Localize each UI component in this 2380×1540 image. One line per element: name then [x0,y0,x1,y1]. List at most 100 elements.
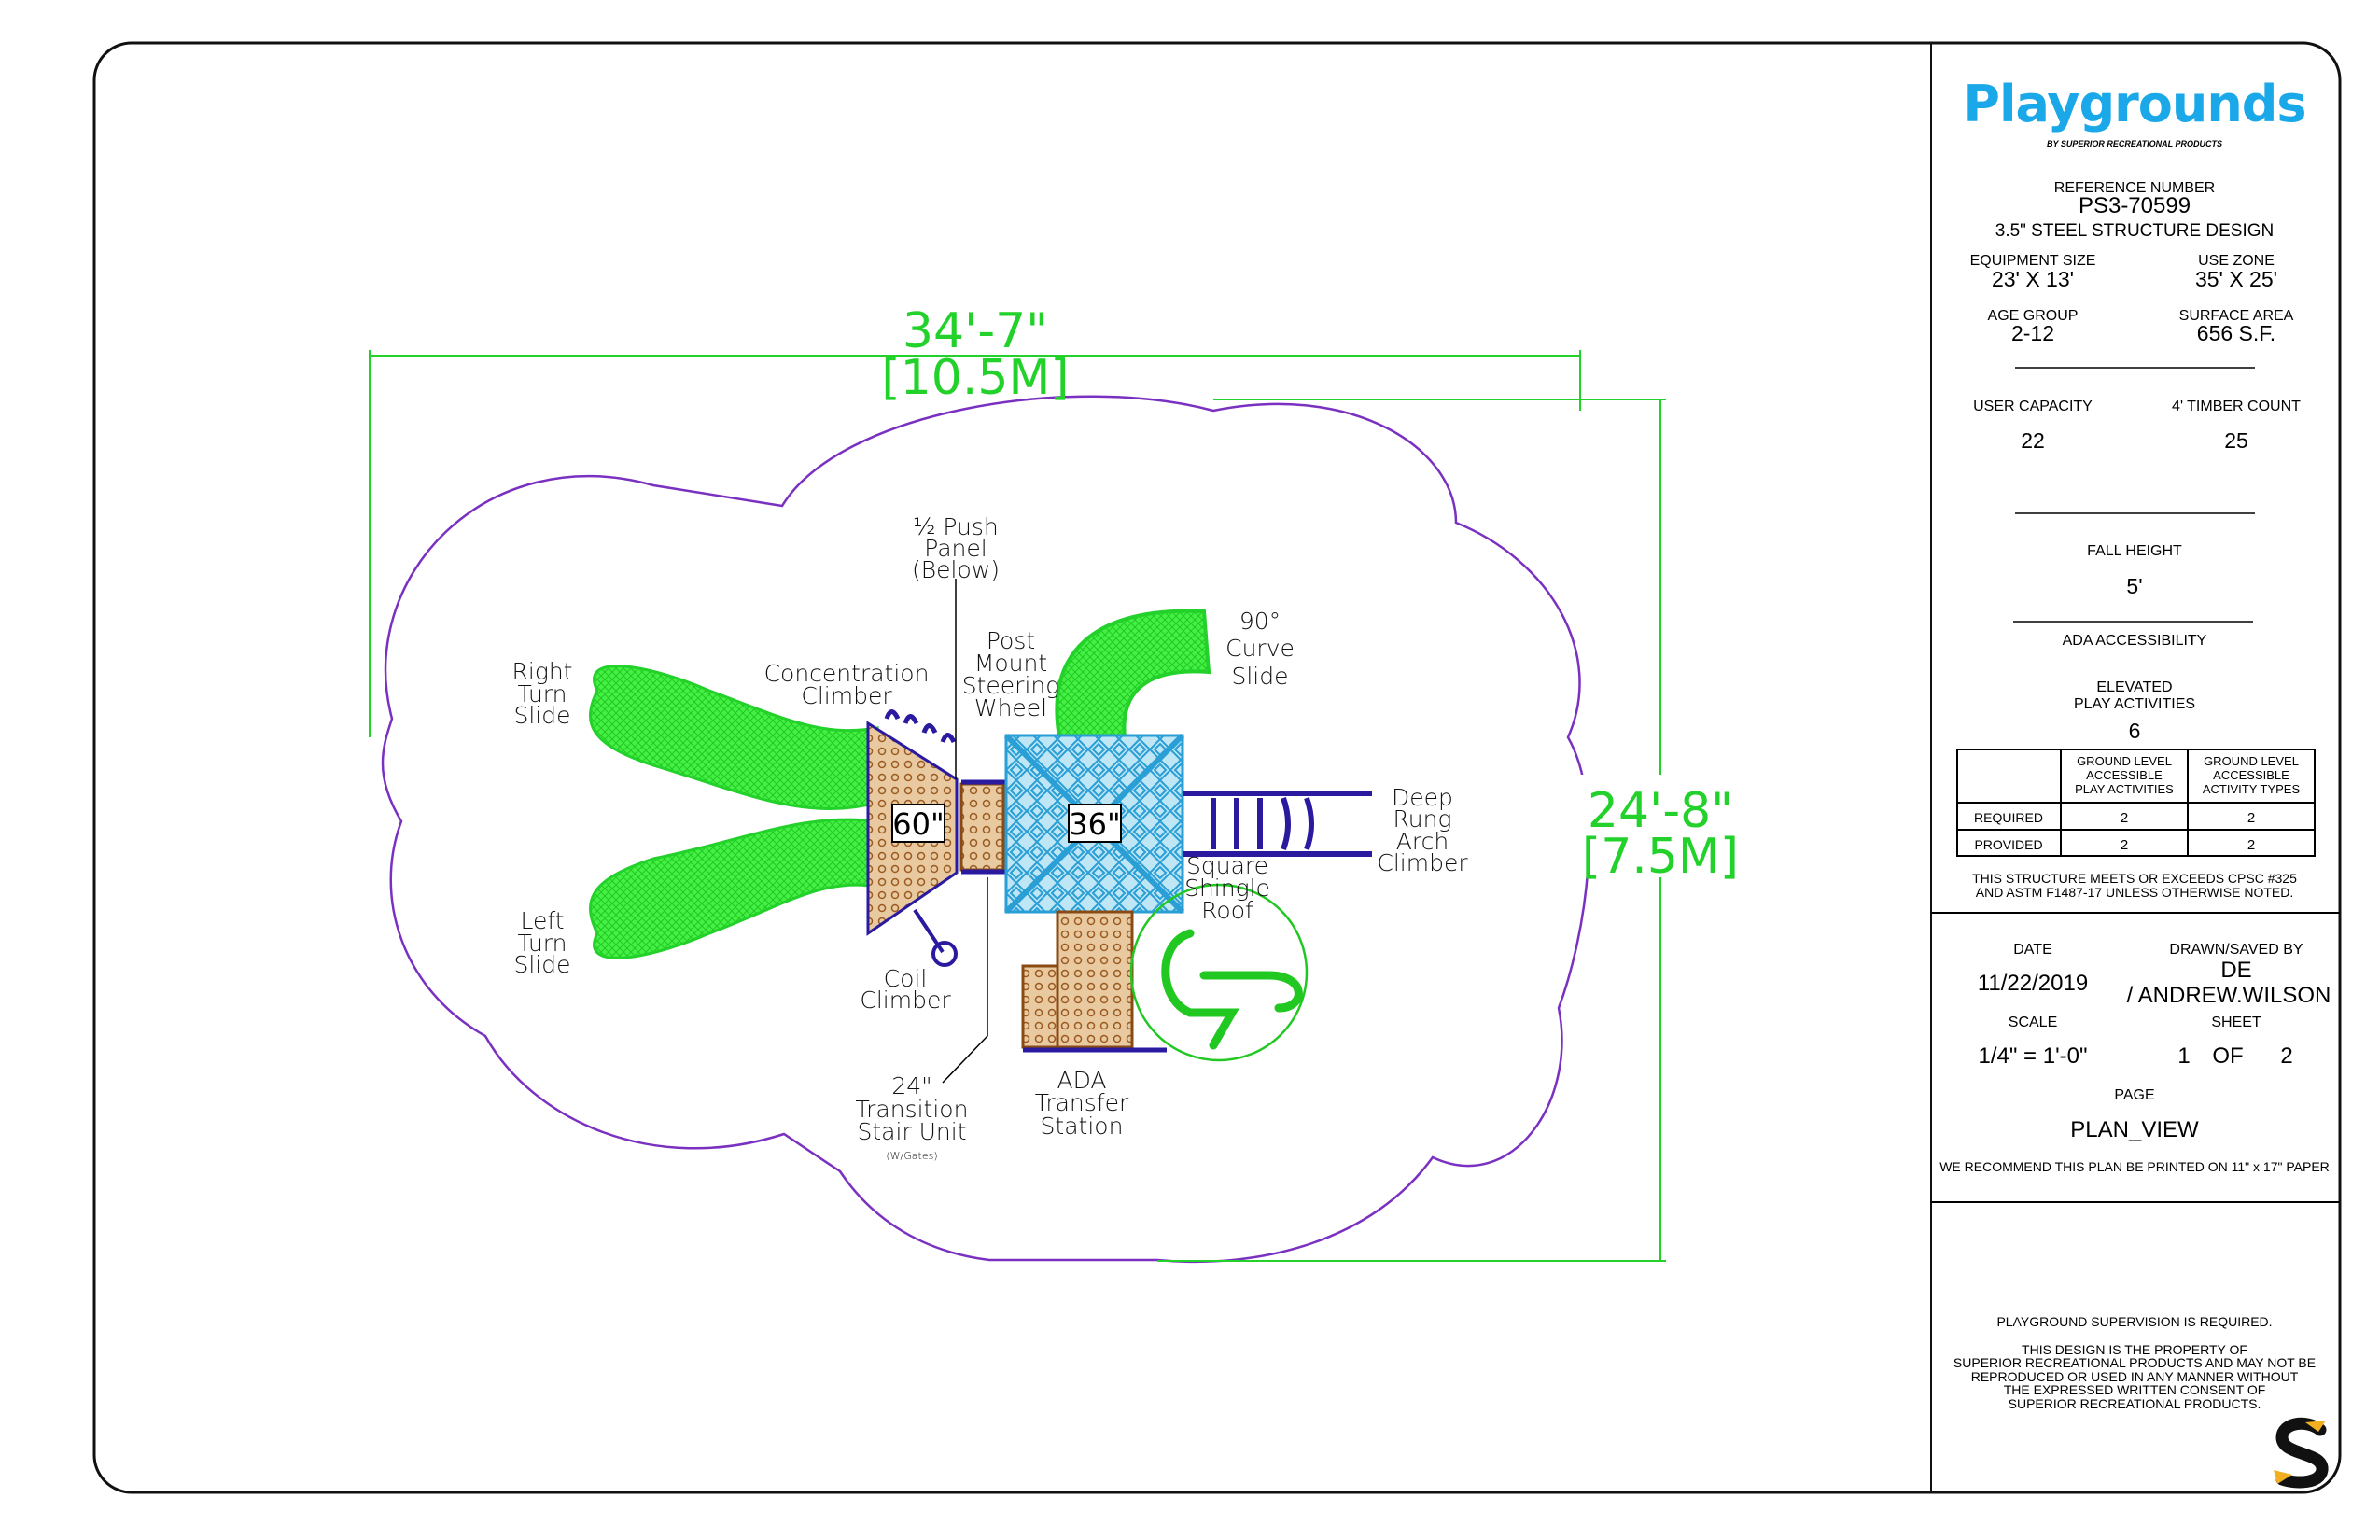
label-right-turn-slide: Right Turn Slide [512,658,573,729]
svg-text:Turn: Turn [517,930,567,957]
wheelchair-accessible-icon [1129,883,1309,1062]
page-label: PAGE [2114,1087,2154,1103]
property-note: THIS DESIGN IS THE PROPERTY OF [2022,1342,2247,1357]
svg-text:Arch: Arch [1396,828,1449,855]
svg-text:GROUND LEVEL: GROUND LEVEL [2204,754,2299,768]
compliance-note: THIS STRUCTURE MEETS OR EXCEEDS CPSC #32… [1972,871,2297,886]
label-left-turn-slide: Left Turn Slide [513,907,570,978]
svg-text:Climber: Climber [1377,849,1468,876]
drawn-by-name: / ANDREW.WILSON [2127,983,2331,1008]
svg-text:Deep: Deep [1392,784,1453,811]
svg-text:ACCESSIBLE: ACCESSIBLE [2086,768,2163,782]
svg-text:½ Push: ½ Push [913,513,999,540]
age-group: 2-12 [2011,321,2054,345]
print-note: WE RECOMMEND THIS PLAN BE PRINTED ON 11"… [1939,1159,2330,1174]
ada-label: ADA ACCESSIBILITY [2063,633,2207,649]
svg-text:Coil: Coil [884,965,928,992]
svg-text:Stair Unit: Stair Unit [857,1118,966,1145]
svg-text:2: 2 [2121,837,2128,853]
svg-text:(Below): (Below) [912,556,1000,583]
svg-text:2: 2 [2247,837,2255,853]
sheet-number: 1 [2177,1043,2190,1069]
depth-dimension-ft: 24'-8" [1588,783,1733,839]
svg-text:Left: Left [520,907,564,934]
stair-leader [942,877,988,1084]
logo-subtitle: BY SUPERIOR RECREATIONAL PRODUCTS [2047,139,2222,148]
curve-slide [1055,609,1211,739]
label-curve-slide: 90° Curve Slide [1225,608,1295,690]
label-shingle-roof: Square Shingle Roof [1184,852,1270,924]
table-row-label: PROVIDED [1974,837,2042,852]
timber-count-label: 4' TIMBER COUNT [2172,399,2301,414]
svg-text:(W/Gates): (W/Gates) [886,1150,937,1162]
page-name: PLAN_VIEW [2070,1117,2199,1142]
svg-text:AND ASTM F1487-17 UNLESS OTHER: AND ASTM F1487-17 UNLESS OTHERWISE NOTED… [1976,885,2294,900]
scale-label: SCALE [2009,1015,2057,1030]
ada-transfer-station [1056,910,1134,1049]
svg-text:Station: Station [1041,1113,1124,1140]
svg-text:Right: Right [512,658,573,685]
svg-text:Square: Square [1186,852,1268,879]
date-label: DATE [2013,942,2051,958]
svg-text:Transfer: Transfer [1035,1089,1129,1116]
drawn-by-initials: DE [2220,958,2251,983]
depth-dimension-m: [7.5M] [1582,829,1739,885]
equipment-size: 23' X 13' [1992,267,2074,291]
concentration-climber [884,709,957,744]
label-push-panel: ½ Push Panel (Below) [912,513,1000,583]
svg-text:Climber: Climber [860,987,951,1014]
svg-text:Turn: Turn [517,680,567,707]
elevated-count: 6 [2129,719,2141,743]
svg-text:Curve: Curve [1225,635,1295,662]
elevated-label-2: PLAY ACTIVITIES [2074,696,2195,712]
svg-text:90°: 90° [1239,608,1281,635]
svg-text:GROUND LEVEL: GROUND LEVEL [2077,754,2172,768]
label-arch-climber: Deep Rung Arch Climber [1377,784,1468,876]
use-zone-label: USE ZONE [2198,253,2275,269]
svg-text:Post: Post [987,627,1035,654]
deck-height-36: 36" [1069,806,1120,842]
svg-text:Shingle: Shingle [1184,875,1270,902]
sheet-label: SHEET [2211,1015,2261,1030]
fall-height: 5' [2126,574,2142,598]
svg-text:Panel: Panel [924,535,987,562]
elevated-label: ELEVATED [2096,679,2172,695]
svg-text:SUPERIOR RECREATIONAL PRODUCTS: SUPERIOR RECREATIONAL PRODUCTS. [2009,1396,2261,1411]
fall-height-label: FALL HEIGHT [2087,543,2182,559]
svg-text:Slide: Slide [513,951,570,978]
width-dimension-m: [10.5M] [881,350,1069,406]
deep-rung-arch-climber [1183,791,1372,857]
user-capacity: 22 [2021,428,2045,453]
drawn-by-label: DRAWN/SAVED BY [2169,942,2303,958]
timber-count: 25 [2224,428,2248,453]
age-group-label: AGE GROUP [1988,308,2079,324]
svg-text:2: 2 [2247,810,2255,826]
user-capacity-label: USER CAPACITY [1973,399,2093,414]
svg-text:ACCESSIBLE: ACCESSIBLE [2213,768,2289,782]
title-block: Playgrounds BY SUPERIOR RECREATIONAL PRO… [1931,75,2340,1489]
label-transition-stair: 24" Transition Stair Unit (W/Gates) [856,1072,969,1162]
sheet-border [92,41,2342,1494]
svg-text:ADA: ADA [1057,1067,1106,1094]
supervision-note: PLAYGROUND SUPERVISION IS REQUIRED. [1996,1314,2272,1329]
playgrounds-logo: Playgrounds [1963,75,2305,133]
accessibility-table [1956,749,2316,857]
label-steering-wheel: Post Mount Steering Wheel [962,627,1060,721]
svg-text:Slide: Slide [513,702,570,729]
width-dimension [369,350,1581,737]
svg-text:ACTIVITY TYPES: ACTIVITY TYPES [2203,782,2301,796]
equipment-size-label: EQUIPMENT SIZE [1970,253,2096,269]
svg-text:PLAY ACTIVITIES: PLAY ACTIVITIES [2075,782,2174,796]
surface-area-label: SURFACE AREA [2179,308,2294,324]
deck-height-60: 60" [892,806,944,842]
use-zone: 35' X 25' [2195,267,2277,291]
reference-label: REFERENCE NUMBER [2054,180,2215,196]
svg-text:Climber: Climber [801,682,892,709]
svg-text:REPRODUCED OR USED IN ANY MANN: REPRODUCED OR USED IN ANY MANNER WITHOUT [1971,1369,2299,1384]
svg-text:THE EXPRESSED WRITTEN CONSENT: THE EXPRESSED WRITTEN CONSENT OF [2004,1382,2266,1397]
svg-text:Steering: Steering [962,672,1060,699]
svg-text:Mount: Mount [974,650,1047,677]
surface-area: 656 S.F. [2197,321,2275,345]
svg-text:Rung: Rung [1393,805,1452,833]
